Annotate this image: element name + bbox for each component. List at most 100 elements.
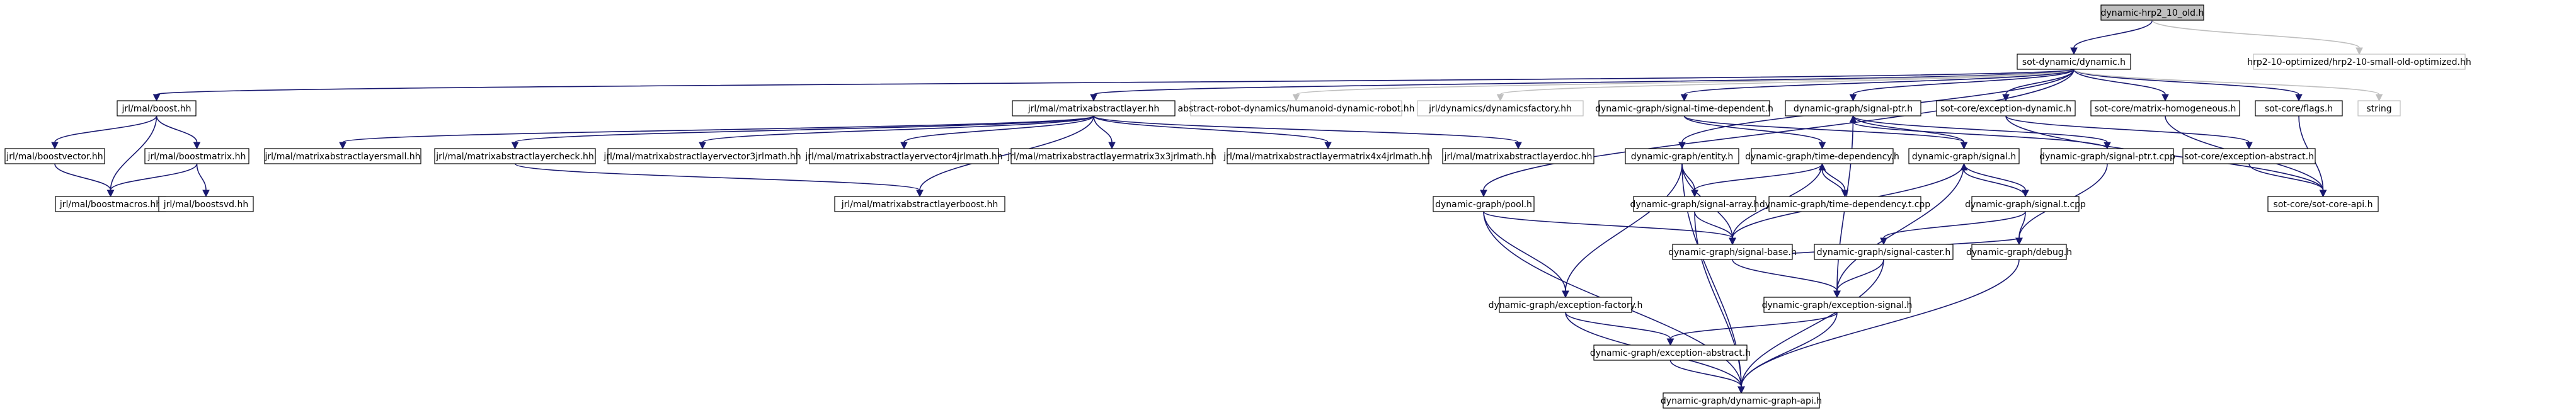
node-box (2357, 100, 2401, 117)
graph-node[interactable]: dynamic-graph/signal-ptr.h (1785, 100, 1921, 117)
node-box (1768, 196, 1921, 212)
graph-node[interactable]: dynamic-graph/debug.h (1966, 244, 2072, 260)
graph-node[interactable]: dynamic-graph/signal.t.cpp (1965, 196, 2086, 212)
graph-node[interactable]: jrl/mal/matrixabstractlayerboost.hh (834, 196, 1005, 212)
node-box (1227, 148, 1429, 164)
graph-node[interactable]: jrl/mal/boostvector.hh (4, 148, 105, 164)
graph-node[interactable]: sot-core/sot-core-api.h (2267, 196, 2379, 212)
graph-node[interactable]: jrl/mal/matrixabstractlayercheck.hh (434, 148, 596, 164)
node-box (434, 148, 596, 164)
graph-node[interactable]: jrl/dynamics/dynamicsfactory.hh (1417, 100, 1584, 117)
graph-node[interactable]: jrl/mal/boostmacros.hh (55, 196, 166, 212)
graph-node[interactable]: dynamic-hrp2_10_old.h (2100, 4, 2204, 21)
graph-node[interactable]: sot-dynamic/dynamic.h (2017, 54, 2131, 70)
node-label: dynamic-graph/signal.t.cpp (1965, 200, 2086, 210)
graph-node[interactable]: dynamic-graph/signal-base.h (1668, 244, 1797, 260)
node-box (1672, 244, 1793, 260)
node-box (1814, 244, 1954, 260)
graph-node[interactable]: dynamic-graph/signal.h (1908, 148, 2020, 164)
node-box (1625, 148, 1739, 164)
graph-node[interactable]: sot-core/flags.h (2255, 100, 2343, 117)
node-box (1751, 148, 1894, 164)
node-label: dynamic-graph/signal-base.h (1668, 247, 1797, 258)
edge-n25-n38 (1562, 163, 1683, 298)
node-label: sot-core/sot-core-api.h (2274, 200, 2373, 210)
edge-n13-n15 (54, 163, 115, 198)
graph-node[interactable]: dynamic-graph/signal-ptr.t.cpp (2039, 148, 2175, 164)
node-label: dynamic-graph/dynamic-graph-api.h (1661, 396, 1822, 406)
graph-node[interactable]: abstract-robot-dynamics/humanoid-dynamic… (1178, 100, 1415, 117)
edge-n35-n39 (1732, 259, 1841, 298)
edge-n37-n41 (1737, 259, 2020, 394)
edge-n4-n18 (511, 115, 1094, 150)
graph-node[interactable]: jrl/mal/matrixabstractlayersmall.hh (264, 148, 421, 164)
node-box (2100, 4, 2204, 21)
graph-node[interactable]: sot-core/matrix-homogeneous.h (2090, 100, 2240, 117)
node-box (1010, 148, 1213, 164)
node-label: jrl/mal/matrixabstractlayermatrix4x4jrlm… (1223, 152, 1432, 162)
graph-node[interactable]: jrl/mal/matrixabstractlayervector4jrlmat… (804, 148, 1003, 164)
edge-n29-n30 (2248, 163, 2327, 198)
graph-node[interactable]: jrl/mal/matrixabstractlayer.hh (1012, 100, 1176, 117)
graph-node[interactable]: jrl/mal/matrixabstractlayerdoc.hh (1442, 148, 1594, 164)
graph-node[interactable]: jrl/mal/boostmatrix.hh (144, 148, 249, 164)
node-label: sot-dynamic/dynamic.h (2022, 57, 2126, 67)
node-label: jrl/mal/matrixabstractlayervector3jrlmat… (603, 152, 801, 162)
node-box (1763, 297, 1911, 313)
node-box (2182, 148, 2316, 164)
node-label: jrl/mal/matrixabstractlayer.hh (1028, 104, 1160, 114)
node-box (144, 148, 249, 164)
edge-n1-n12 (2073, 69, 2383, 102)
node-label: dynamic-graph/signal-ptr.h (1794, 104, 1913, 114)
graph-node[interactable]: dynamic-graph/exception-signal.h (1762, 297, 1913, 313)
node-label: jrl/mal/boostsvd.hh (163, 200, 249, 210)
node-label: dynamic-graph/signal-caster.h (1817, 247, 1951, 258)
edge-n3-n14 (156, 115, 201, 150)
node-label: dynamic-graph/exception-abstract.h (1590, 348, 1751, 358)
graph-node[interactable]: dynamic-graph/exception-factory.h (1489, 297, 1643, 313)
node-label: dynamic-hrp2_10_old.h (2101, 8, 2204, 18)
node-box (1417, 100, 1584, 117)
node-label: sot-core/flags.h (2265, 104, 2333, 114)
graph-node[interactable]: string (2357, 100, 2401, 117)
edge-n36-n41 (1737, 259, 1884, 394)
graph-node[interactable]: dynamic-graph/exception-abstract.h (1590, 344, 1751, 361)
edge-n36-n39 (1833, 259, 1884, 298)
graph-node[interactable]: dynamic-graph/signal-time-dependent.h (1595, 100, 1773, 117)
graph-node[interactable]: dynamic-graph/signal-array.h (1630, 196, 1760, 212)
edge-n18-n24 (514, 163, 924, 198)
edge-n1-n11 (2073, 69, 2303, 102)
node-box (158, 196, 254, 212)
node-label: abstract-robot-dynamics/humanoid-dynamic… (1178, 104, 1415, 114)
graph-node[interactable]: dynamic-graph/entity.h (1625, 148, 1739, 164)
graph-node[interactable]: hrp2-10-optimized/hrp2-10-small-old-opti… (2247, 54, 2471, 70)
edge-n0-n2 (2151, 20, 2363, 55)
graph-node[interactable]: dynamic-graph/pool.h (1433, 196, 1535, 212)
graph-node[interactable]: dynamic-graph/signal-caster.h (1814, 244, 1954, 260)
node-box (4, 148, 105, 164)
node-box (1633, 196, 1756, 212)
edge-n4-n21 (1093, 115, 1116, 150)
graph-node[interactable]: jrl/mal/matrixabstractlayermatrix3x3jrlm… (1007, 148, 1216, 164)
node-box (2017, 54, 2131, 70)
edge-n32-n41 (1694, 211, 1745, 394)
edge-n0-n1 (2070, 20, 2153, 55)
node-label: dynamic-graph/signal.h (1912, 152, 2016, 162)
node-box (2090, 100, 2240, 117)
graph-node[interactable]: dynamic-graph/time-dependency.t.cpp (1760, 196, 1930, 212)
node-label: dynamic-graph/exception-signal.h (1762, 300, 1913, 310)
edge-n1-n5 (1292, 69, 2075, 102)
graph-node[interactable]: sot-core/exception-dynamic.h (1936, 100, 2076, 117)
node-box (1190, 100, 1402, 117)
graph-node[interactable]: sot-core/exception-abstract.h (2182, 148, 2316, 164)
node-label: sot-core/exception-dynamic.h (1940, 104, 2071, 114)
graph-node[interactable]: jrl/mal/matrixabstractlayervector3jrlmat… (603, 148, 801, 164)
graph-node[interactable]: jrl/mal/boostsvd.hh (158, 196, 254, 212)
edge-n9-n29 (2005, 115, 2253, 150)
graph-node[interactable]: dynamic-graph/time-dependency.h (1745, 148, 1899, 164)
graph-node[interactable]: dynamic-graph/dynamic-graph-api.h (1661, 392, 1822, 409)
graph-node[interactable]: jrl/mal/boost.hh (117, 100, 197, 117)
node-box (607, 148, 798, 164)
graph-node[interactable]: jrl/mal/matrixabstractlayermatrix4x4jrlm… (1223, 148, 1433, 164)
edge-n8-n27 (1852, 115, 1968, 150)
